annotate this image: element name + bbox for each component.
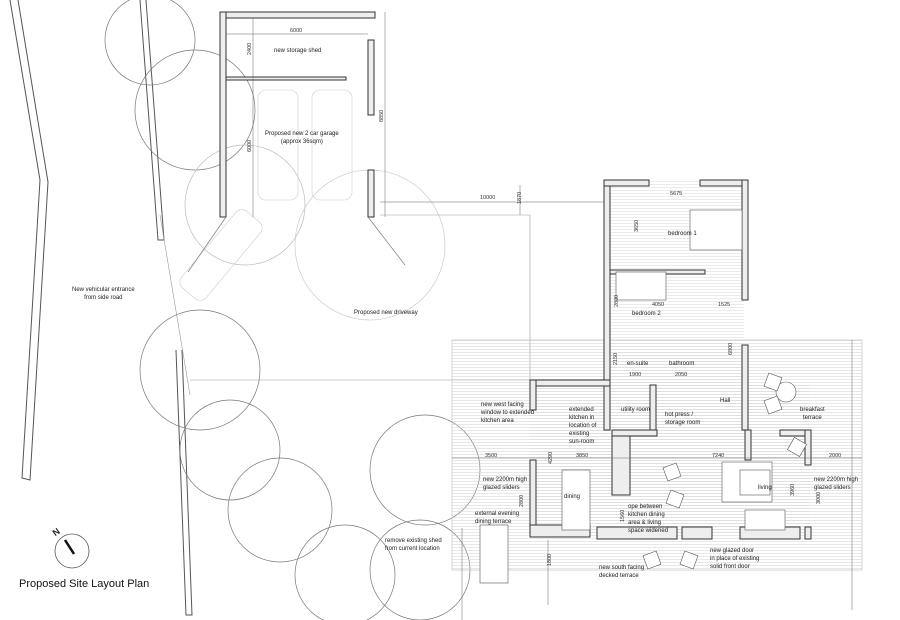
room-bathroom: bathroom [669, 361, 695, 367]
garage-label: Proposed new 2 car garage (approx 36sqm) [265, 131, 339, 145]
dim-bed1-width: 5675 [670, 191, 683, 197]
room-kitchen: extended kitchen in location of existing… [569, 407, 597, 445]
room-ensuite: en-suite [627, 361, 649, 367]
dim-garage-overall: 8850 [379, 109, 385, 122]
note-evening-terrace: external evening dining terrace [475, 511, 520, 525]
dim-garage-width: 6000 [290, 28, 303, 34]
garage-doors [187, 216, 406, 273]
room-utility: utility room [621, 407, 651, 413]
dim-garage-depth: 6000 [247, 139, 253, 152]
dimension-lines [226, 12, 862, 620]
dim-bed2-depth: 2800 [614, 294, 620, 307]
dim-offset: 10000 [480, 195, 496, 201]
dim-west-terrace: 3500 [485, 453, 498, 459]
note-breakfast-terrace: breakfast terrace [800, 407, 825, 421]
driveway-label: Proposed new driveway [354, 310, 418, 316]
dim-setback: 1870 [517, 191, 523, 204]
room-hotpress: hot press / storage room [665, 412, 701, 426]
note-west-sliders: new 2200m high glazed sliders [483, 477, 528, 491]
site-boundary [9, 0, 193, 616]
note-east-sliders: new 2200m high glazed sliders [814, 477, 859, 491]
dim-ensuite-width: 1900 [629, 372, 642, 378]
note-glazed-door: new glazed door in place of existing sol… [710, 548, 760, 570]
dim-ensuite-depth: 2150 [613, 352, 619, 365]
dim-wing-depth: 6800 [728, 342, 734, 355]
dim-kitchen-depth: 4290 [548, 451, 554, 464]
note-west-window: new west facing window to extended kitch… [481, 402, 535, 424]
garage-walls [219, 11, 376, 218]
dim-shed-depth: 2400 [247, 42, 253, 55]
dim-east-terrace: 2000 [829, 453, 842, 459]
dim-bath-width: 2050 [675, 372, 688, 378]
dim-west-slider-height: 2800 [519, 494, 525, 507]
room-bedroom2: bedroom 2 [632, 311, 661, 317]
remove-shed-label: remove existing shed from current locati… [385, 538, 442, 552]
room-dining: dining [564, 494, 581, 500]
dim-bed1-depth: 3650 [634, 219, 640, 232]
room-bedroom1: bedroom 1 [668, 231, 697, 237]
dim-living-width: 7240 [712, 453, 725, 459]
note-south-terrace: new south facing decked terrace [599, 565, 645, 579]
dim-bed2-width: 4050 [652, 302, 665, 308]
entrance-label: New vehicular entrance from side road [72, 287, 135, 301]
room-hall: Hall [720, 398, 731, 404]
dim-kitchen-width: 3850 [576, 453, 589, 459]
north-arrow-icon [54, 533, 90, 569]
note-ope: ope between kitchen dining area & living… [628, 504, 669, 534]
dim-south-terrace-depth: 1800 [547, 553, 553, 566]
dim-ope-depth: 1560 [620, 509, 626, 522]
dim-living-depth: 3960 [790, 483, 796, 496]
parked-cars [179, 89, 353, 301]
dim-corridor: 1525 [718, 302, 731, 308]
tree-canopies [104, 0, 481, 620]
room-living: living [758, 485, 772, 491]
dim-east-slider-height: 3000 [816, 491, 822, 504]
furniture [479, 209, 807, 584]
drawing-title: Proposed Site Layout Plan [19, 578, 150, 590]
storage-shed-label: new storage shed [274, 48, 322, 54]
